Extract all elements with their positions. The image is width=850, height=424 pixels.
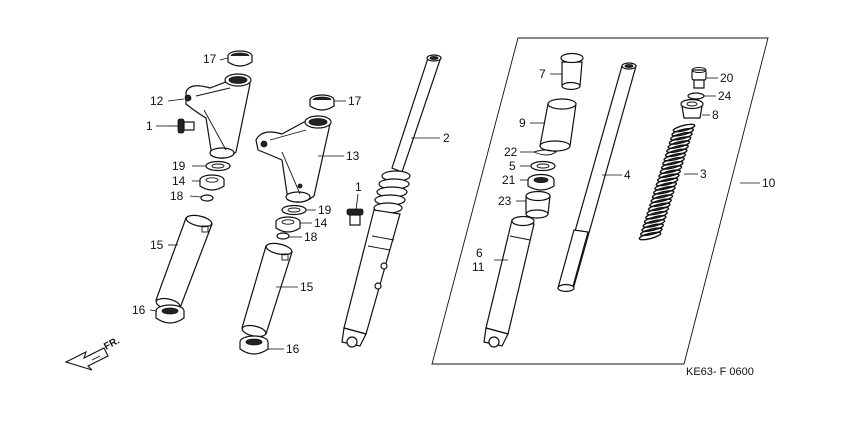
part-24-o-ring [687,92,705,100]
part-4-fork-pipe [557,62,637,293]
part-9-guide-sleeve [539,98,577,152]
fork-leg-group [341,54,442,348]
spring-coil [643,215,667,224]
spring-coil [655,177,679,187]
front-direction-arrow-icon: FR. [64,335,122,371]
spring-coil [654,181,678,191]
spring-coil [659,165,683,174]
spring-coil [663,152,687,162]
callout-6: 6 [476,246,483,260]
part-5-washer [530,160,556,172]
part-2-fork-leg [341,54,442,348]
callout-5: 5 [509,159,516,173]
leader-lines [149,57,760,350]
fork-boot-bellows [373,170,411,214]
callout-8: 8 [712,108,719,122]
callout-17-left: 17 [203,52,217,66]
callout-20: 20 [720,71,734,85]
callout-1-mid: 1 [355,180,362,194]
part-21-oil-seal [527,173,555,191]
spring-coil [667,140,691,149]
spring-coil [651,190,675,199]
spring-coil [649,198,672,208]
spring-coil [638,231,662,241]
part-7-bushing [560,52,584,91]
spring-coil [646,206,670,216]
callout-3: 3 [700,167,707,181]
callout-21: 21 [502,173,516,187]
callout-16-left: 16 [132,303,146,317]
callout-14-mid: 14 [314,216,328,230]
spring-coil [662,156,685,166]
spring-coil [664,148,688,158]
spring-coil [642,219,666,228]
callout-19-left: 19 [172,159,186,173]
right-subassembly-box [431,37,769,365]
part-14-nut-left [199,174,225,191]
part-19-washer-left [205,160,231,172]
callout-15-mid: 15 [300,280,314,294]
spring-coil [656,173,680,183]
part-17-top-seal [227,50,253,67]
spring-coil [647,202,671,212]
spring-coil [670,131,693,141]
part-6-11-slider-case [483,215,535,348]
callout-22: 22 [504,145,518,159]
diagram-code: KE63- F 0600 [686,366,754,378]
part-18-small-washer-left [200,194,214,202]
callout-12: 12 [150,94,164,108]
spring-coil [639,227,663,237]
part-3-fork-spring [638,123,696,241]
callout-4: 4 [624,168,631,182]
callout-24: 24 [718,89,732,103]
part-16-bottom-nut-mid [239,335,269,355]
part-19-washer-mid [281,204,307,216]
part-1-bolt-mid [346,193,364,226]
callout-11: 11 [472,260,485,274]
callout-10: 10 [762,176,776,190]
callout-15-left: 15 [150,238,164,252]
callout-17-mid: 17 [348,94,362,108]
part-13-upper-cover-mid [255,115,332,203]
spring-coil [668,136,692,145]
part-22-clip [532,149,557,156]
part-8-spring-seat [680,98,704,119]
callout-18-mid: 18 [304,230,318,244]
part-15-lower-cover-left [155,214,213,311]
part-23-bushing-lower [525,190,551,219]
front-indicator-label: FR. [102,335,122,352]
spring-coil [653,185,676,195]
callout-1-left: 1 [146,119,153,133]
callout-13: 13 [346,149,360,163]
spring-coil [650,194,674,203]
callout-9: 9 [519,116,526,130]
part-18-small-washer-mid [276,232,290,240]
spring-coil [672,123,696,133]
part-1-bolt-left [168,118,195,134]
part-15-lower-cover-mid [241,242,293,338]
middle-cover-group [239,94,335,355]
spring-coil [666,144,689,154]
part-17-top-seal-mid [309,94,335,111]
callout-labels: 17 12 1 19 14 18 15 16 17 13 19 14 18 15… [132,52,776,356]
spring-coil [671,127,695,137]
callout-19-mid: 19 [318,203,332,217]
callout-7: 7 [539,67,546,81]
spring-coil [641,223,664,233]
spring-coil [645,210,668,220]
callout-14-left: 14 [172,174,186,188]
spring-coil [658,169,681,179]
part-16-bottom-nut-left [155,304,185,324]
part-14-nut-mid [275,216,301,233]
callout-18-left: 18 [170,189,184,203]
left-upper-cover-group [155,50,253,324]
part-20-bolt-cap [691,67,707,89]
callout-23: 23 [498,194,512,208]
callout-2: 2 [443,131,450,145]
part-12-upper-cover [184,73,252,159]
spring-coil [660,161,684,170]
callout-16-mid: 16 [286,342,300,356]
